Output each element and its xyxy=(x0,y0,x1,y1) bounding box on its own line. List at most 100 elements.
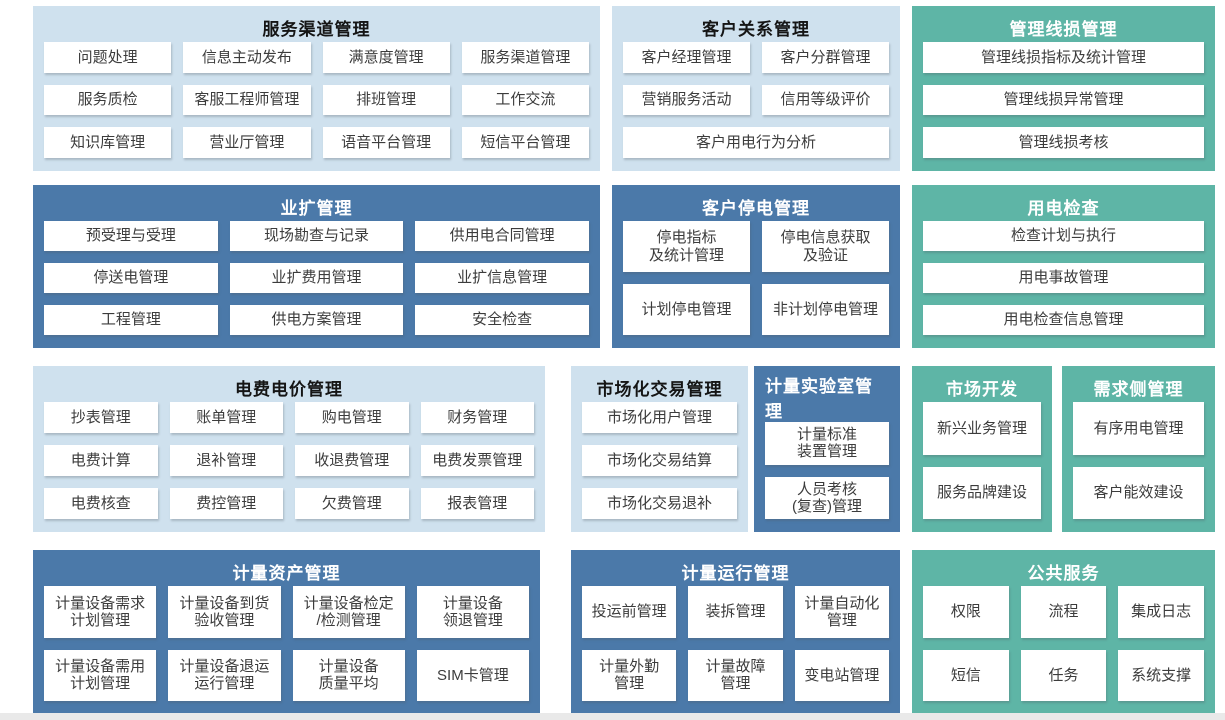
module-item: 业扩费用管理 xyxy=(229,263,404,293)
module-item: 现场勘查与记录 xyxy=(229,221,404,251)
module-item: 营业厅管理 xyxy=(183,127,311,159)
module-row: 检查计划与执行 xyxy=(923,221,1204,251)
block-metering-asset-management: 计量资产管理 计量设备需求 计划管理计量设备到货 验收管理计量设备检定 /检测管… xyxy=(33,550,540,714)
block-body: 预受理与受理现场勘查与记录供用电合同管理停送电管理业扩费用管理业扩信息管理工程管… xyxy=(44,221,590,335)
block-title: 用电检查 xyxy=(1027,198,1100,218)
module-item: 计量设备需用 计划管理 xyxy=(44,649,157,701)
module-item: 费控管理 xyxy=(169,488,283,519)
module-item: 非计划停电管理 xyxy=(762,284,889,335)
block-title: 管理线损管理 xyxy=(1009,19,1118,39)
block-public-services: 公共服务 权限流程集成日志短信任务系统支撑 xyxy=(912,550,1215,714)
module-item: 计量设备需求 计划管理 xyxy=(44,586,157,638)
module-item: 服务品牌建设 xyxy=(923,466,1041,519)
block-body: 有序用电管理客户能效建设 xyxy=(1073,402,1204,519)
module-item: 排班管理 xyxy=(322,84,450,116)
module-item: 短信平台管理 xyxy=(461,127,589,159)
module-item: 任务 xyxy=(1020,649,1107,701)
module-item: 计量故障 管理 xyxy=(688,649,783,701)
block-body: 问题处理信息主动发布满意度管理服务渠道管理服务质检客服工程师管理排班管理工作交流… xyxy=(44,42,589,159)
module-item: 集成日志 xyxy=(1118,586,1205,638)
block-title: 客户关系管理 xyxy=(702,19,810,39)
module-item: 流程 xyxy=(1020,586,1107,638)
module-item: 客服工程师管理 xyxy=(183,84,311,116)
module-row: 用电事故管理 xyxy=(923,263,1204,293)
module-row: 电费计算退补管理收退费管理电费发票管理 xyxy=(44,445,534,476)
module-item: 停电信息获取 及验证 xyxy=(762,221,889,272)
module-item: 业扩信息管理 xyxy=(415,263,590,293)
bottom-divider xyxy=(0,713,1225,720)
module-row: 工程管理供电方案管理安全检查 xyxy=(44,305,590,335)
block-metering-lab-management: 计量实验室管理 计量标准 装置管理人员考核 (复查)管理 xyxy=(754,366,900,532)
block-title: 市场开发 xyxy=(946,379,1018,399)
module-item: 退补管理 xyxy=(169,445,283,476)
block-title: 计量资产管理 xyxy=(232,563,341,583)
module-row: 新兴业务管理 xyxy=(923,402,1041,455)
module-item: 有序用电管理 xyxy=(1073,402,1204,455)
block-body: 市场化用户管理市场化交易结算市场化交易退补 xyxy=(582,402,737,519)
module-row: 知识库管理营业厅管理语音平台管理短信平台管理 xyxy=(44,127,589,159)
module-item: 短信 xyxy=(923,649,1009,701)
block-title: 服务渠道管理 xyxy=(262,19,371,39)
module-row: 权限流程集成日志 xyxy=(923,586,1205,638)
block-body: 抄表管理账单管理购电管理财务管理电费计算退补管理收退费管理电费发票管理电费核查费… xyxy=(44,402,534,519)
module-row: 预受理与受理现场勘查与记录供用电合同管理 xyxy=(44,221,590,251)
module-row: 计划停电管理非计划停电管理 xyxy=(623,284,889,335)
module-row: 投运前管理装拆管理计量自动化 管理 xyxy=(582,586,889,638)
block-power-use-inspection: 用电检查 检查计划与执行用电事故管理用电检查信息管理 xyxy=(912,185,1215,348)
module-item: 计量设备检定 /检测管理 xyxy=(292,586,405,638)
module-row: 市场化交易退补 xyxy=(582,488,737,519)
block-market-transaction-management: 市场化交易管理 市场化用户管理市场化交易结算市场化交易退补 xyxy=(571,366,748,532)
module-item: 计量设备 质量平均 xyxy=(292,649,405,701)
module-row: 管理线损指标及统计管理 xyxy=(923,42,1204,73)
module-row: 营销服务活动信用等级评价 xyxy=(623,84,889,116)
module-item: 投运前管理 xyxy=(582,586,677,638)
module-row: 停送电管理业扩费用管理业扩信息管理 xyxy=(44,263,590,293)
module-item: 供用电合同管理 xyxy=(415,221,590,251)
module-item: 客户能效建设 xyxy=(1073,466,1204,519)
module-item: 计划停电管理 xyxy=(623,284,750,335)
module-item: 人员考核 (复查)管理 xyxy=(765,476,889,519)
module-row: 客户能效建设 xyxy=(1073,466,1204,519)
module-item: 语音平台管理 xyxy=(322,127,450,159)
module-row: 用电检查信息管理 xyxy=(923,305,1204,335)
module-item: 变电站管理 xyxy=(794,649,889,701)
module-item: 系统支撑 xyxy=(1118,649,1205,701)
module-item: 报表管理 xyxy=(420,488,534,519)
module-item: 管理线损考核 xyxy=(923,127,1204,159)
module-item: 用电检查信息管理 xyxy=(923,305,1204,335)
module-item: SIM卡管理 xyxy=(416,649,529,701)
block-title: 电费电价管理 xyxy=(235,379,343,399)
module-item: 预受理与受理 xyxy=(44,221,218,251)
module-row: 客户经理管理客户分群管理 xyxy=(623,42,889,73)
module-item: 电费核查 xyxy=(44,488,158,519)
module-row: 市场化用户管理 xyxy=(582,402,737,433)
block-title: 市场化交易管理 xyxy=(596,379,723,399)
module-item: 新兴业务管理 xyxy=(923,402,1041,455)
block-body: 停电指标 及统计管理停电信息获取 及验证计划停电管理非计划停电管理 xyxy=(623,221,889,335)
module-item: 用电事故管理 xyxy=(923,263,1204,293)
module-item: 检查计划与执行 xyxy=(923,221,1204,251)
module-item: 电费计算 xyxy=(44,445,158,476)
block-electricity-fee-price-management: 电费电价管理 抄表管理账单管理购电管理财务管理电费计算退补管理收退费管理电费发票… xyxy=(33,366,545,532)
module-row: 短信任务系统支撑 xyxy=(923,649,1205,701)
block-title: 计量实验室管理 xyxy=(765,377,873,421)
module-row: 抄表管理账单管理购电管理财务管理 xyxy=(44,402,534,433)
module-item: 购电管理 xyxy=(295,402,409,433)
module-item: 市场化交易退补 xyxy=(582,488,737,519)
module-row: 管理线损考核 xyxy=(923,127,1204,159)
block-body: 投运前管理装拆管理计量自动化 管理计量外勤 管理计量故障 管理变电站管理 xyxy=(582,586,889,701)
block-demand-side-management: 需求侧管理 有序用电管理客户能效建设 xyxy=(1062,366,1215,532)
module-item: 服务渠道管理 xyxy=(461,42,589,73)
module-item: 计量自动化 管理 xyxy=(794,586,889,638)
module-item: 信用等级评价 xyxy=(762,84,889,116)
module-row: 计量设备需求 计划管理计量设备到货 验收管理计量设备检定 /检测管理计量设备 领… xyxy=(44,586,529,638)
module-item: 欠费管理 xyxy=(295,488,409,519)
module-item: 安全检查 xyxy=(415,305,590,335)
module-item: 客户用电行为分析 xyxy=(623,127,889,159)
block-title: 公共服务 xyxy=(1027,563,1100,583)
block-body: 客户经理管理客户分群管理营销服务活动信用等级评价客户用电行为分析 xyxy=(623,42,889,159)
module-item: 计量标准 装置管理 xyxy=(765,422,889,465)
module-item: 收退费管理 xyxy=(295,445,409,476)
module-row: 管理线损异常管理 xyxy=(923,84,1204,116)
